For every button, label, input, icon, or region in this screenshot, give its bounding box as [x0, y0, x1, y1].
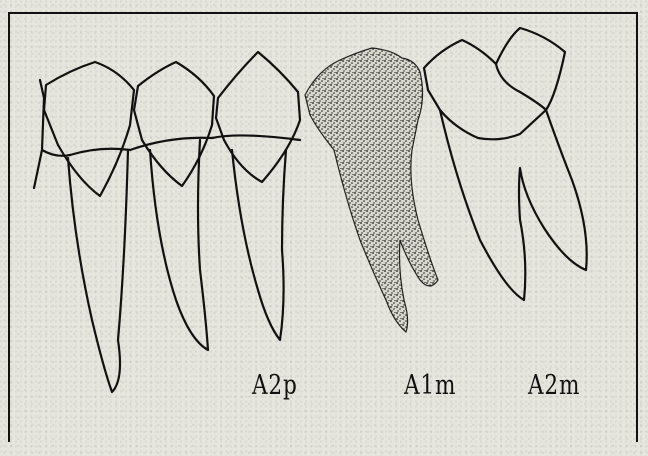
- cervical-line: [70, 135, 300, 155]
- tooth-5-crown: [424, 28, 565, 139]
- gum-line-left: [42, 150, 70, 156]
- tooth-2-root: [150, 140, 208, 350]
- tooth-3-root: [232, 150, 286, 340]
- tooth-4-molar-stippled: [305, 48, 438, 332]
- label-a2m: A2m: [528, 370, 580, 401]
- label-a1m: A1m: [404, 370, 456, 401]
- tooth-5-fissure: [496, 64, 546, 110]
- partial-tooth-left: [34, 80, 44, 188]
- tooth-1-crown: [44, 62, 134, 196]
- label-a2p: A2p: [252, 370, 298, 401]
- tooth-3-crown: [216, 52, 300, 182]
- tooth-1-root: [68, 150, 128, 392]
- tooth-5-root-mesial: [440, 110, 587, 300]
- tooth-2-crown: [134, 62, 214, 186]
